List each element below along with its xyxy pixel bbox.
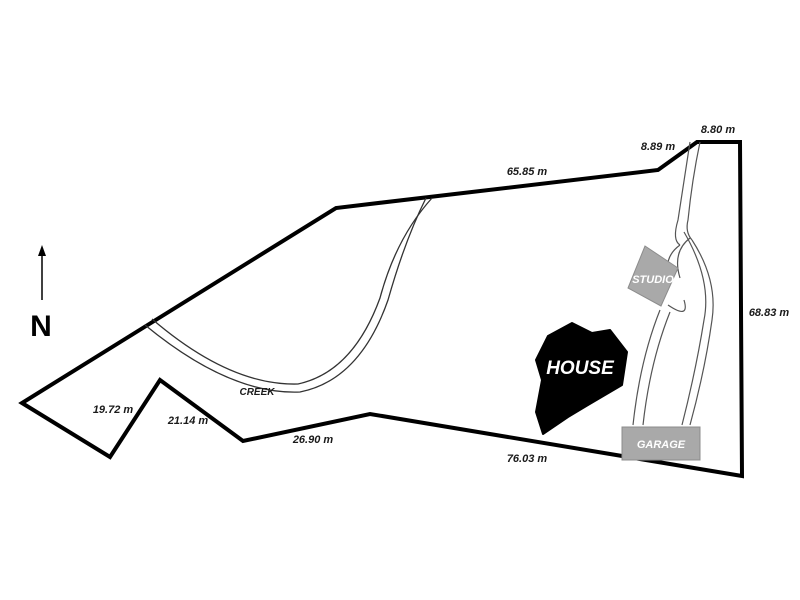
dimension-label-east: 68.83 m [749,307,790,319]
north-label: N [30,310,52,343]
property-boundary [18,140,745,479]
dimension-label-south-mid: 26.90 m [292,434,334,446]
dimension-label-southwest: 21.14 m [167,415,209,427]
dimension-label-top: 8.80 m [701,124,735,136]
dimension-label-south: 76.03 m [507,453,548,465]
house-building: HOUSE [535,322,628,435]
north-arrow-icon [38,245,46,300]
house-label: HOUSE [546,358,615,379]
creek [144,197,433,393]
garage-building: GARAGE [621,426,701,461]
dimension-label-north: 65.85 m [507,166,548,178]
studio-label: STUDIO [632,274,674,286]
driveway [632,141,714,426]
creek-label: CREEK [239,387,275,398]
dimension-label-west: 19.72 m [93,404,134,416]
studio-building: STUDIO [627,245,679,307]
garage-label: GARAGE [637,439,686,451]
dimension-label-top-left: 8.89 m [641,141,675,153]
